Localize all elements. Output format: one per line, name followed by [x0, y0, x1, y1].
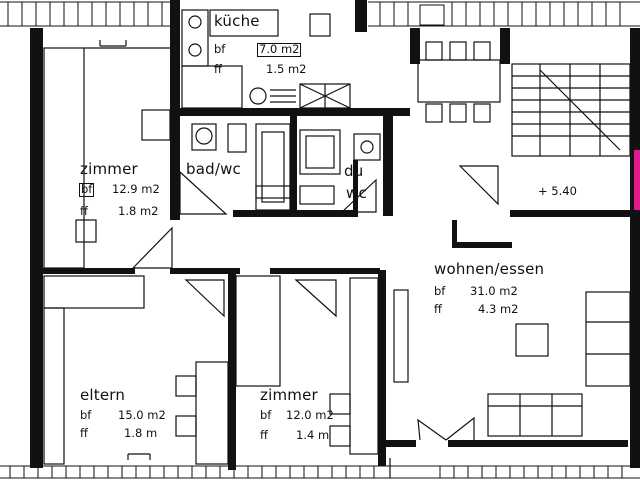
- eltern-ff-label: ff: [80, 426, 88, 440]
- level-marker: + 5.40: [538, 184, 577, 198]
- interior-lines: [43, 9, 631, 478]
- kueche-ff-label: ff: [214, 62, 222, 76]
- kueche-bf-value: 7.0 m2: [256, 42, 302, 57]
- edge-accent: [634, 150, 640, 210]
- eltern-bf-value: 15.0 m2: [118, 408, 166, 422]
- zimmer2-bf-label: bf: [260, 408, 272, 422]
- staircase: [511, 63, 631, 157]
- wohnen-bf-label: bf: [434, 284, 446, 298]
- bottom-hatching: [0, 465, 640, 479]
- room-name-kueche: küche: [214, 12, 260, 30]
- zimmer2-bf-value: 12.0 m2: [286, 408, 334, 422]
- zimmer1-ff-value: 1.8 m2: [118, 204, 159, 218]
- wohnen-ff-label: ff: [434, 302, 442, 316]
- eltern-bf-label: bf: [80, 408, 92, 422]
- room-name-du: du: [344, 162, 364, 180]
- room-name-zimmer-2: zimmer: [260, 386, 318, 404]
- room-name-wohnen-essen: wohnen/essen: [434, 260, 545, 278]
- room-name-eltern: eltern: [80, 386, 126, 404]
- zimmer1-bf-value: 12.9 m2: [112, 182, 160, 196]
- zimmer1-bf-label: bf: [78, 182, 95, 197]
- kueche-ff-value: 1.5 m2: [266, 62, 307, 76]
- walls: [30, 0, 640, 470]
- zimmer2-ff-value: 1.4 m: [296, 428, 330, 442]
- kueche-bf-label: bf: [214, 42, 226, 56]
- zimmer2-ff-label: ff: [260, 428, 268, 442]
- room-name-wc: wc: [346, 184, 367, 202]
- eltern-ff-value: 1.8 m: [124, 426, 158, 440]
- room-name-bad-wc: bad/wc: [186, 160, 242, 178]
- zimmer1-ff-label: ff: [80, 204, 88, 218]
- room-name-zimmer-1: zimmer: [80, 160, 138, 178]
- roof-hatching: [0, 1, 640, 27]
- wohnen-bf-value: 31.0 m2: [470, 284, 518, 298]
- wohnen-ff-value: 4.3 m2: [478, 302, 519, 316]
